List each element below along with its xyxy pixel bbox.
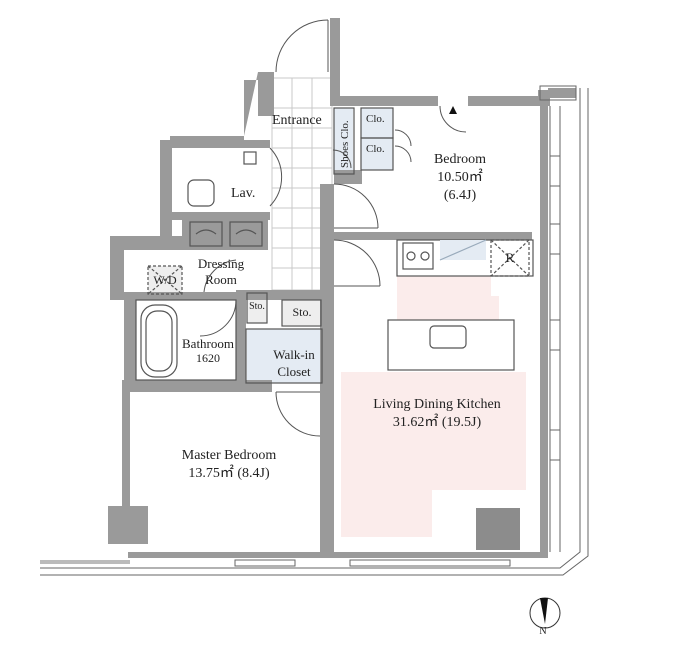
bathroom-size: 1620 — [196, 351, 220, 365]
entry-marker-icon — [449, 106, 457, 114]
master-bedroom-name: Master Bedroom — [182, 448, 277, 463]
dressing-room-line1: Dressing — [198, 256, 245, 271]
bedroom-name: Bedroom — [434, 152, 486, 167]
window-lines — [40, 85, 589, 576]
clo-bottom-label: Clo. — [366, 143, 385, 155]
walk-in-closet-line2: Closet — [277, 364, 311, 379]
ldk-storage-block — [476, 508, 520, 550]
door-swings — [199, 19, 467, 437]
labels: Entrance Shoes Clo. Clo. Clo. Bedroom 10… — [153, 113, 514, 481]
sto-small-fill — [247, 293, 267, 323]
sto-small-label: Sto. — [249, 301, 265, 312]
lav-label: Lav. — [231, 186, 255, 201]
bedroom-jyo: (6.4J) — [444, 188, 477, 203]
compass-needle-icon — [540, 598, 548, 624]
walk-in-closet-fill — [247, 329, 321, 383]
sto-label: Sto. — [292, 305, 311, 319]
wd-label: W/D — [153, 273, 177, 287]
entrance-label: Entrance — [272, 113, 322, 128]
sto-fill — [282, 300, 321, 325]
walls — [40, 18, 576, 564]
partitions — [135, 107, 534, 384]
bedroom-area: 10.50㎡ — [437, 169, 483, 185]
ldk-highlight — [397, 276, 499, 320]
master-bedroom-area: 13.75㎡ (8.4J) — [188, 465, 270, 481]
shoes-clo-label: Shoes Clo. — [339, 120, 351, 168]
dressing-room-line2: Room — [205, 272, 237, 287]
clo-top-label: Clo. — [366, 113, 385, 125]
walk-in-closet-line1: Walk-in — [273, 347, 315, 362]
ldk-highlight-main — [341, 372, 526, 537]
clo-fill — [361, 108, 393, 170]
ldk-area: 31.62㎡ (19.5J) — [393, 414, 482, 430]
ldk-name: Living Dining Kitchen — [373, 397, 501, 412]
compass-label: N — [539, 626, 546, 637]
bathroom-name: Bathroom — [182, 336, 234, 351]
room-fills — [148, 108, 526, 537]
refrigerator-label: R — [506, 250, 515, 265]
compass: N — [529, 597, 561, 637]
